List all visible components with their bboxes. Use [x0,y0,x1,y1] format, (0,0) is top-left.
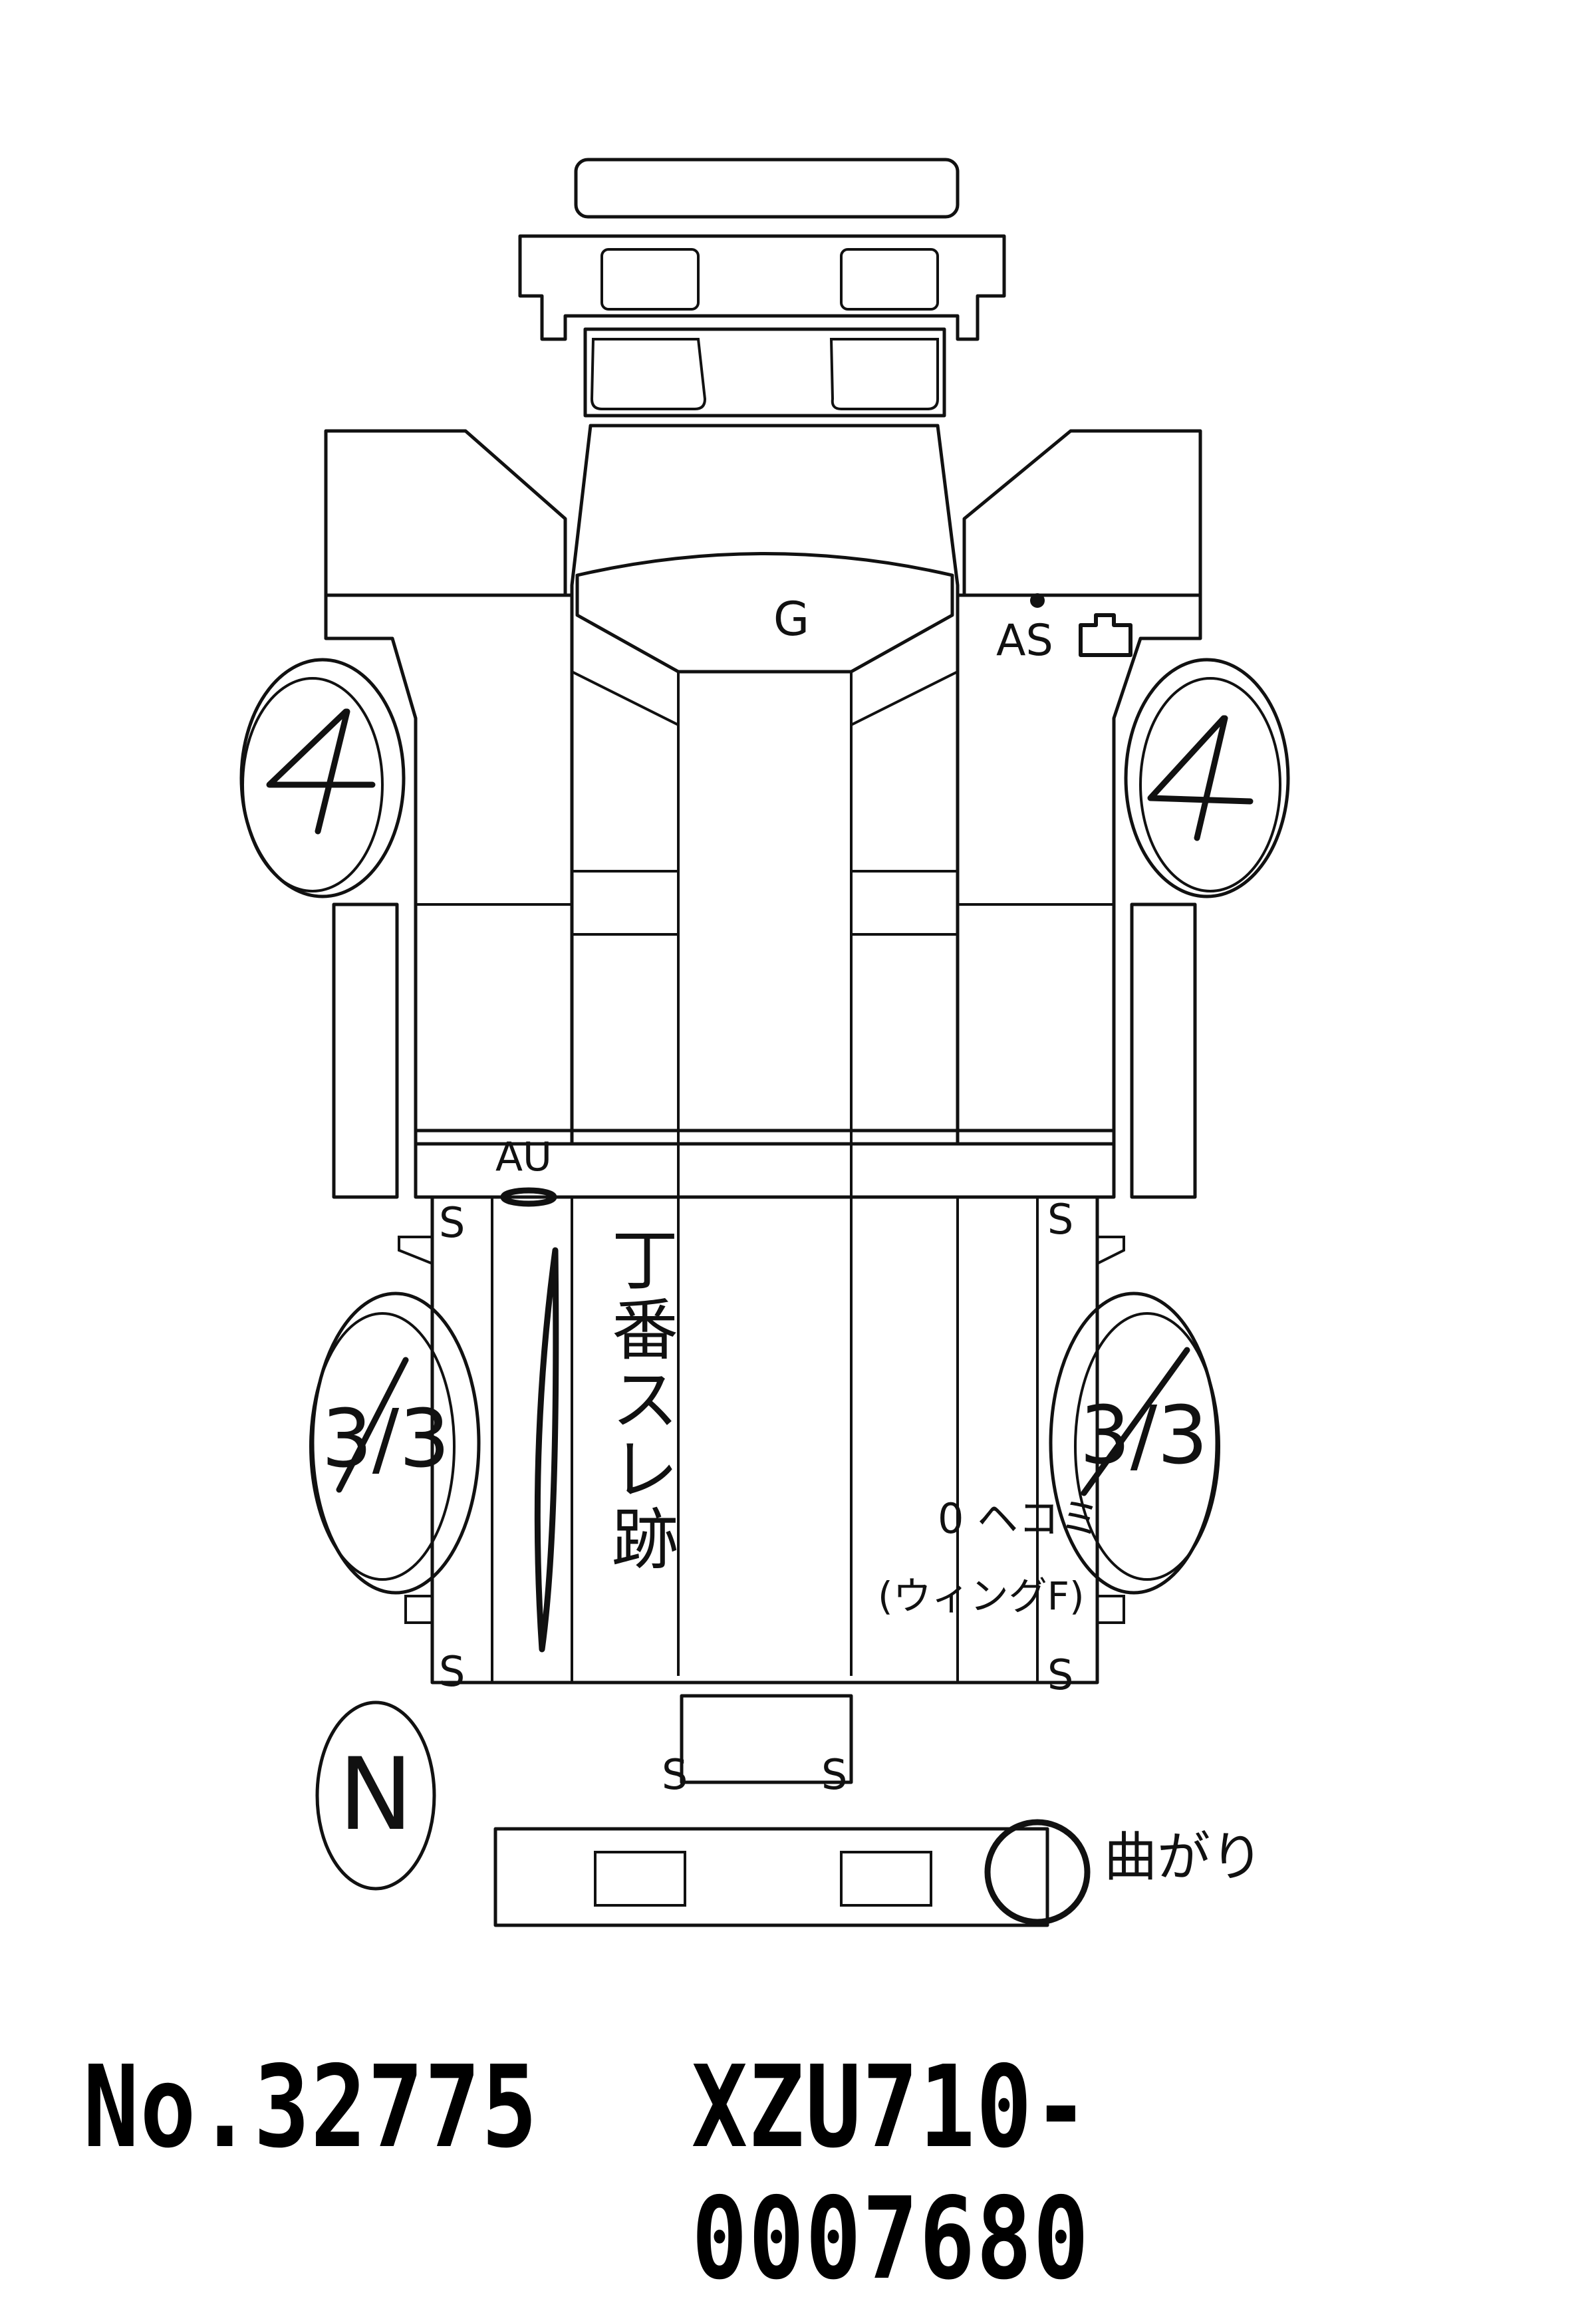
right-front-tire [1124,658,1290,898]
left-rear-tire [309,1291,481,1595]
right-rear-tire [1049,1291,1220,1595]
side-steps [332,902,1197,1199]
rear-bumper [493,1827,1049,1927]
tailgate [680,1694,853,1784]
left-bed-note: 丁番スレ跡 [612,1222,678,1579]
headlights [583,327,946,418]
hinge-scratch-mark [534,1247,559,1653]
footer-chassis-number: XZU710-0007680 [692,2042,1090,2305]
right-door [956,429,1202,1146]
right-rear-tire-label: 3/3 [1079,1390,1208,1482]
right-rear-slash [1081,1347,1190,1496]
vehicle-inspection-diagram: G AS 4 4 AU S S S S S S 3/3 3/3 N 曲がり 0 … [239,158,1290,1927]
damage-markings [266,593,1254,1925]
right-front-tire-4-stroke [1147,715,1254,841]
left-bed-note-vertical: 丁番スレ跡 [612,1222,678,1579]
au-label: AU [495,1134,552,1180]
s-mark-1: S [439,1198,465,1247]
as-box-mark [1079,613,1132,657]
bumper-bend-circle [984,1819,1091,1925]
cargo-bed [398,1195,1125,1685]
front-g-label: G [773,592,809,646]
spare-tire [315,1700,436,1891]
s-mark-2: S [1047,1195,1073,1244]
as-dot [1030,593,1045,608]
left-front-tire-4-stroke [266,708,376,835]
rear-bumper-note: 曲がり [1104,1826,1264,1888]
cab-floor-band [414,1129,1116,1199]
left-rear-slash [336,1357,409,1493]
footer-number: No.32775 [83,2042,539,2173]
left-front-tire [239,658,406,898]
s-mark-rear-right: S [821,1750,847,1799]
s-mark-3: S [439,1647,465,1696]
left-rear-tire-label: 3/3 [321,1393,450,1486]
annotation-labels: G AS 4 4 AU S S S S S S 3/3 3/3 N 曲がり 0 … [321,592,1264,1888]
right-bed-note-1: 0 ヘコミ [938,1494,1101,1543]
au-mark [500,1187,557,1207]
s-mark-4: S [1047,1651,1073,1699]
spare-tire-label: N [338,1737,413,1853]
s-mark-rear-left: S [662,1750,688,1799]
right-bed-note-2: (ウィングF) [878,1573,1085,1619]
as-label: AS [996,616,1053,666]
front-bumper [518,158,1006,341]
left-door [324,429,574,1146]
